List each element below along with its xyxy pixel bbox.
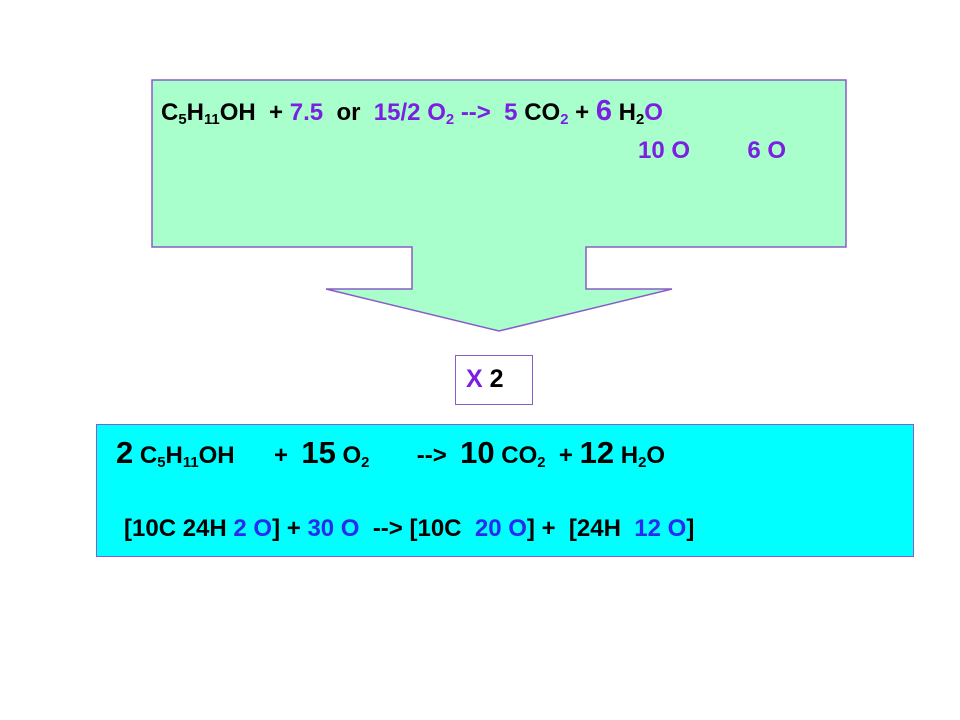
or-word: or [336,99,361,126]
atom-count-line: [10C 24H 2 O] + 30 O --> [10C 20 O] + [2… [124,517,694,541]
h2o-atoms: [24H [568,515,621,542]
h2o-formula: H2O [618,99,663,129]
fuel-c-subscript: 5 [178,112,187,129]
h2o-formula: H2O [620,442,666,472]
multiplier-box [455,355,533,405]
fuel-atoms: [10C 24H [124,515,227,542]
co2-coefficient: 5 [504,99,518,126]
fuel-c: C [161,99,179,126]
fuel-oxygen-atoms: 2 O [233,515,273,542]
co2-oxygen-atoms: 20 O [474,515,527,542]
h2o-oxygen-count: 6 O [747,137,787,164]
co2-formula: CO2 [524,99,569,129]
fuel-h: H [186,99,204,126]
reaction-arrow: --> [372,515,403,542]
plus-sign-2: + [575,99,590,126]
o2-formula: O2 [342,442,370,472]
bracket-close-2: ] [526,515,535,542]
bracket-close: ] [272,515,281,542]
o2-coefficient-fraction: 15/2 [373,99,421,126]
top-equation: C5H11OH + 7.5 or 15/2 O2 --> 5 CO2 + 6 H… [161,95,663,129]
plus-sign: + [269,99,284,126]
multiplier-label: X 2 [466,367,504,392]
o2-formula: O2 [427,99,455,129]
fuel-h-subscript: 11 [203,112,220,129]
co2-atoms: [10C [409,515,462,542]
bracket-close-3: ] [686,515,695,542]
multiply-sign: X [466,365,483,393]
multiply-factor: 2 [489,365,504,393]
fuel-formula: C5H11OH [139,442,235,472]
plus-sign-2: + [558,442,573,469]
co2-coefficient: 10 [460,435,495,470]
oxygen-counts: 10 O 6 O [638,139,786,163]
oxygen-atoms: 30 O [307,515,360,542]
plus-sign-2: + [541,515,556,542]
reaction-arrow: --> [416,442,447,469]
plus-sign: + [273,442,288,469]
reaction-arrow: --> [460,99,491,126]
co2-formula: CO2 [501,442,546,472]
balanced-equation: 2 C5H11OH + 15 O2 --> 10 CO2 + 12 H2O [116,435,666,472]
fuel-coefficient: 2 [116,435,134,470]
o2-coefficient-decimal: 7.5 [289,99,324,126]
co2-oxygen-count: 10 O [638,137,691,164]
h2o-coefficient: 6 [595,95,612,127]
fuel-oh: OH [219,99,256,126]
h2o-oxygen-atoms: 12 O [634,515,687,542]
balanced-equation-box [96,424,914,557]
h2o-coefficient: 12 [579,435,615,470]
plus-sign: + [286,515,301,542]
o2-coefficient: 15 [301,435,336,470]
